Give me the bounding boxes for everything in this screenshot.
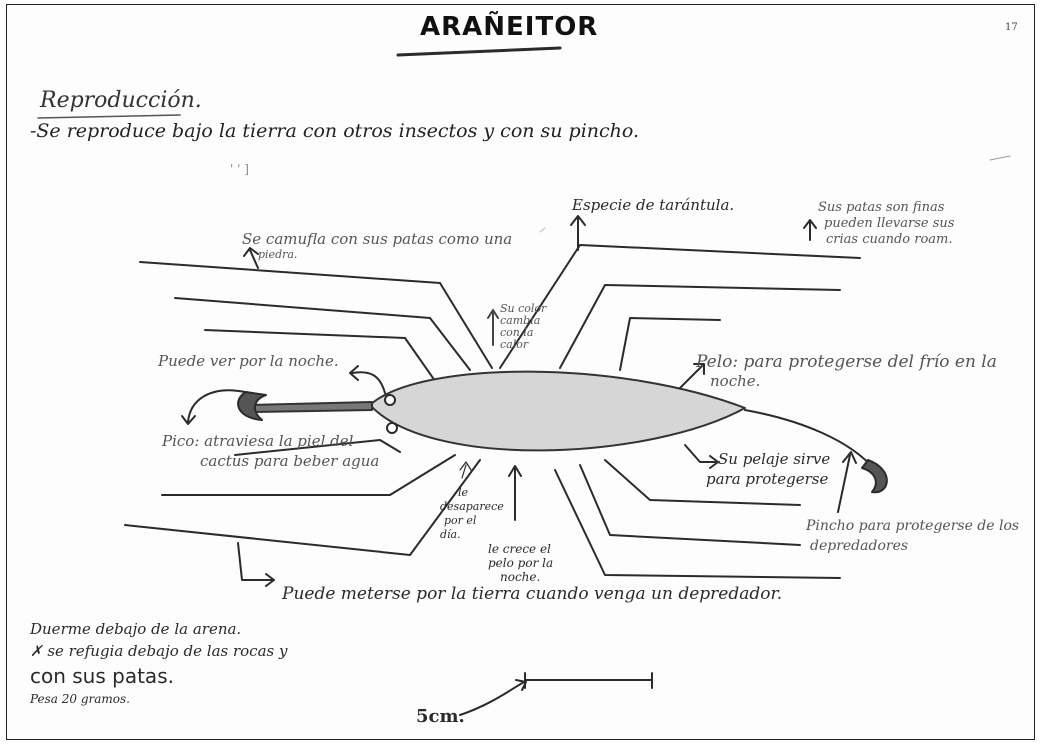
label-hair: Pelo: para protegerse del frío en la	[696, 352, 997, 372]
leg-right-2	[559, 284, 841, 369]
note-line-3: con sus patas.	[30, 664, 174, 688]
label-grows-3: noche.	[500, 570, 541, 584]
stray-mark: ' ' ]	[230, 162, 249, 176]
label-disappears-4: día.	[440, 528, 461, 541]
label-camouflage: Se camufla con sus patas como una	[242, 230, 513, 248]
scale-label: 5cm.	[416, 706, 465, 727]
leg-right-5	[579, 464, 801, 546]
label-spike-defense-1: Pincho para protegerse de los	[806, 518, 1020, 534]
label-hair-2: noche.	[710, 372, 761, 390]
leg-left-1	[139, 261, 493, 369]
label-legs-1: Sus patas son finas	[818, 200, 945, 215]
label-color-1: Su color	[500, 302, 547, 315]
label-grows-2: pelo por la	[488, 556, 554, 570]
leg-left-5	[161, 454, 456, 496]
label-species: Especie de tarántula.	[572, 196, 735, 214]
note-line-2: ✗ se refugia debajo de las rocas y	[30, 642, 288, 660]
note-line-1: Duerme debajo de la arena.	[30, 620, 242, 638]
label-legs-2: pueden llevarse sus	[824, 216, 955, 231]
leg-left-3	[204, 329, 441, 389]
leg-left-2	[174, 297, 471, 371]
leg-right-3	[619, 317, 721, 371]
label-color-4: calor	[500, 338, 529, 351]
leg-left-4	[234, 439, 401, 456]
label-burrow: Puede meterse por la tierra cuando venga…	[282, 584, 783, 604]
label-color-2: cambia	[500, 314, 541, 327]
section-heading: Reproducción.	[40, 88, 202, 113]
label-fur-2: para protegerse	[706, 470, 829, 488]
page-number: 17	[1005, 22, 1018, 33]
label-disappears-1: le	[458, 486, 469, 499]
label-color-3: con la	[500, 326, 534, 339]
leg-left-6	[124, 459, 481, 556]
label-disappears-3: por el	[444, 514, 477, 527]
label-camouflage-2: piedra.	[258, 248, 298, 261]
leg-right-1	[499, 244, 861, 369]
label-fur-1: Su pelaje sirve	[718, 450, 831, 468]
page-title: ARAÑEITOR	[420, 12, 599, 42]
creature-body	[369, 370, 746, 452]
label-night-vision: Puede ver por la noche.	[158, 352, 339, 370]
label-grows-1: le crece el	[488, 542, 551, 556]
label-disappears-2: desaparece	[440, 500, 504, 513]
label-spike-water-1: Pico: atraviesa la piel del	[162, 432, 354, 450]
label-spike-water-2: cactus para beber agua	[200, 452, 380, 470]
label-spike-defense-2: depredadores	[810, 538, 909, 554]
leg-right-6	[554, 469, 841, 579]
reproduction-text: -Se reproduce bajo la tierra con otros i…	[30, 120, 640, 142]
leg-right-4	[604, 459, 801, 506]
label-legs-3: crias cuando roam.	[826, 232, 953, 247]
note-line-4: Pesa 20 gramos.	[30, 692, 130, 706]
